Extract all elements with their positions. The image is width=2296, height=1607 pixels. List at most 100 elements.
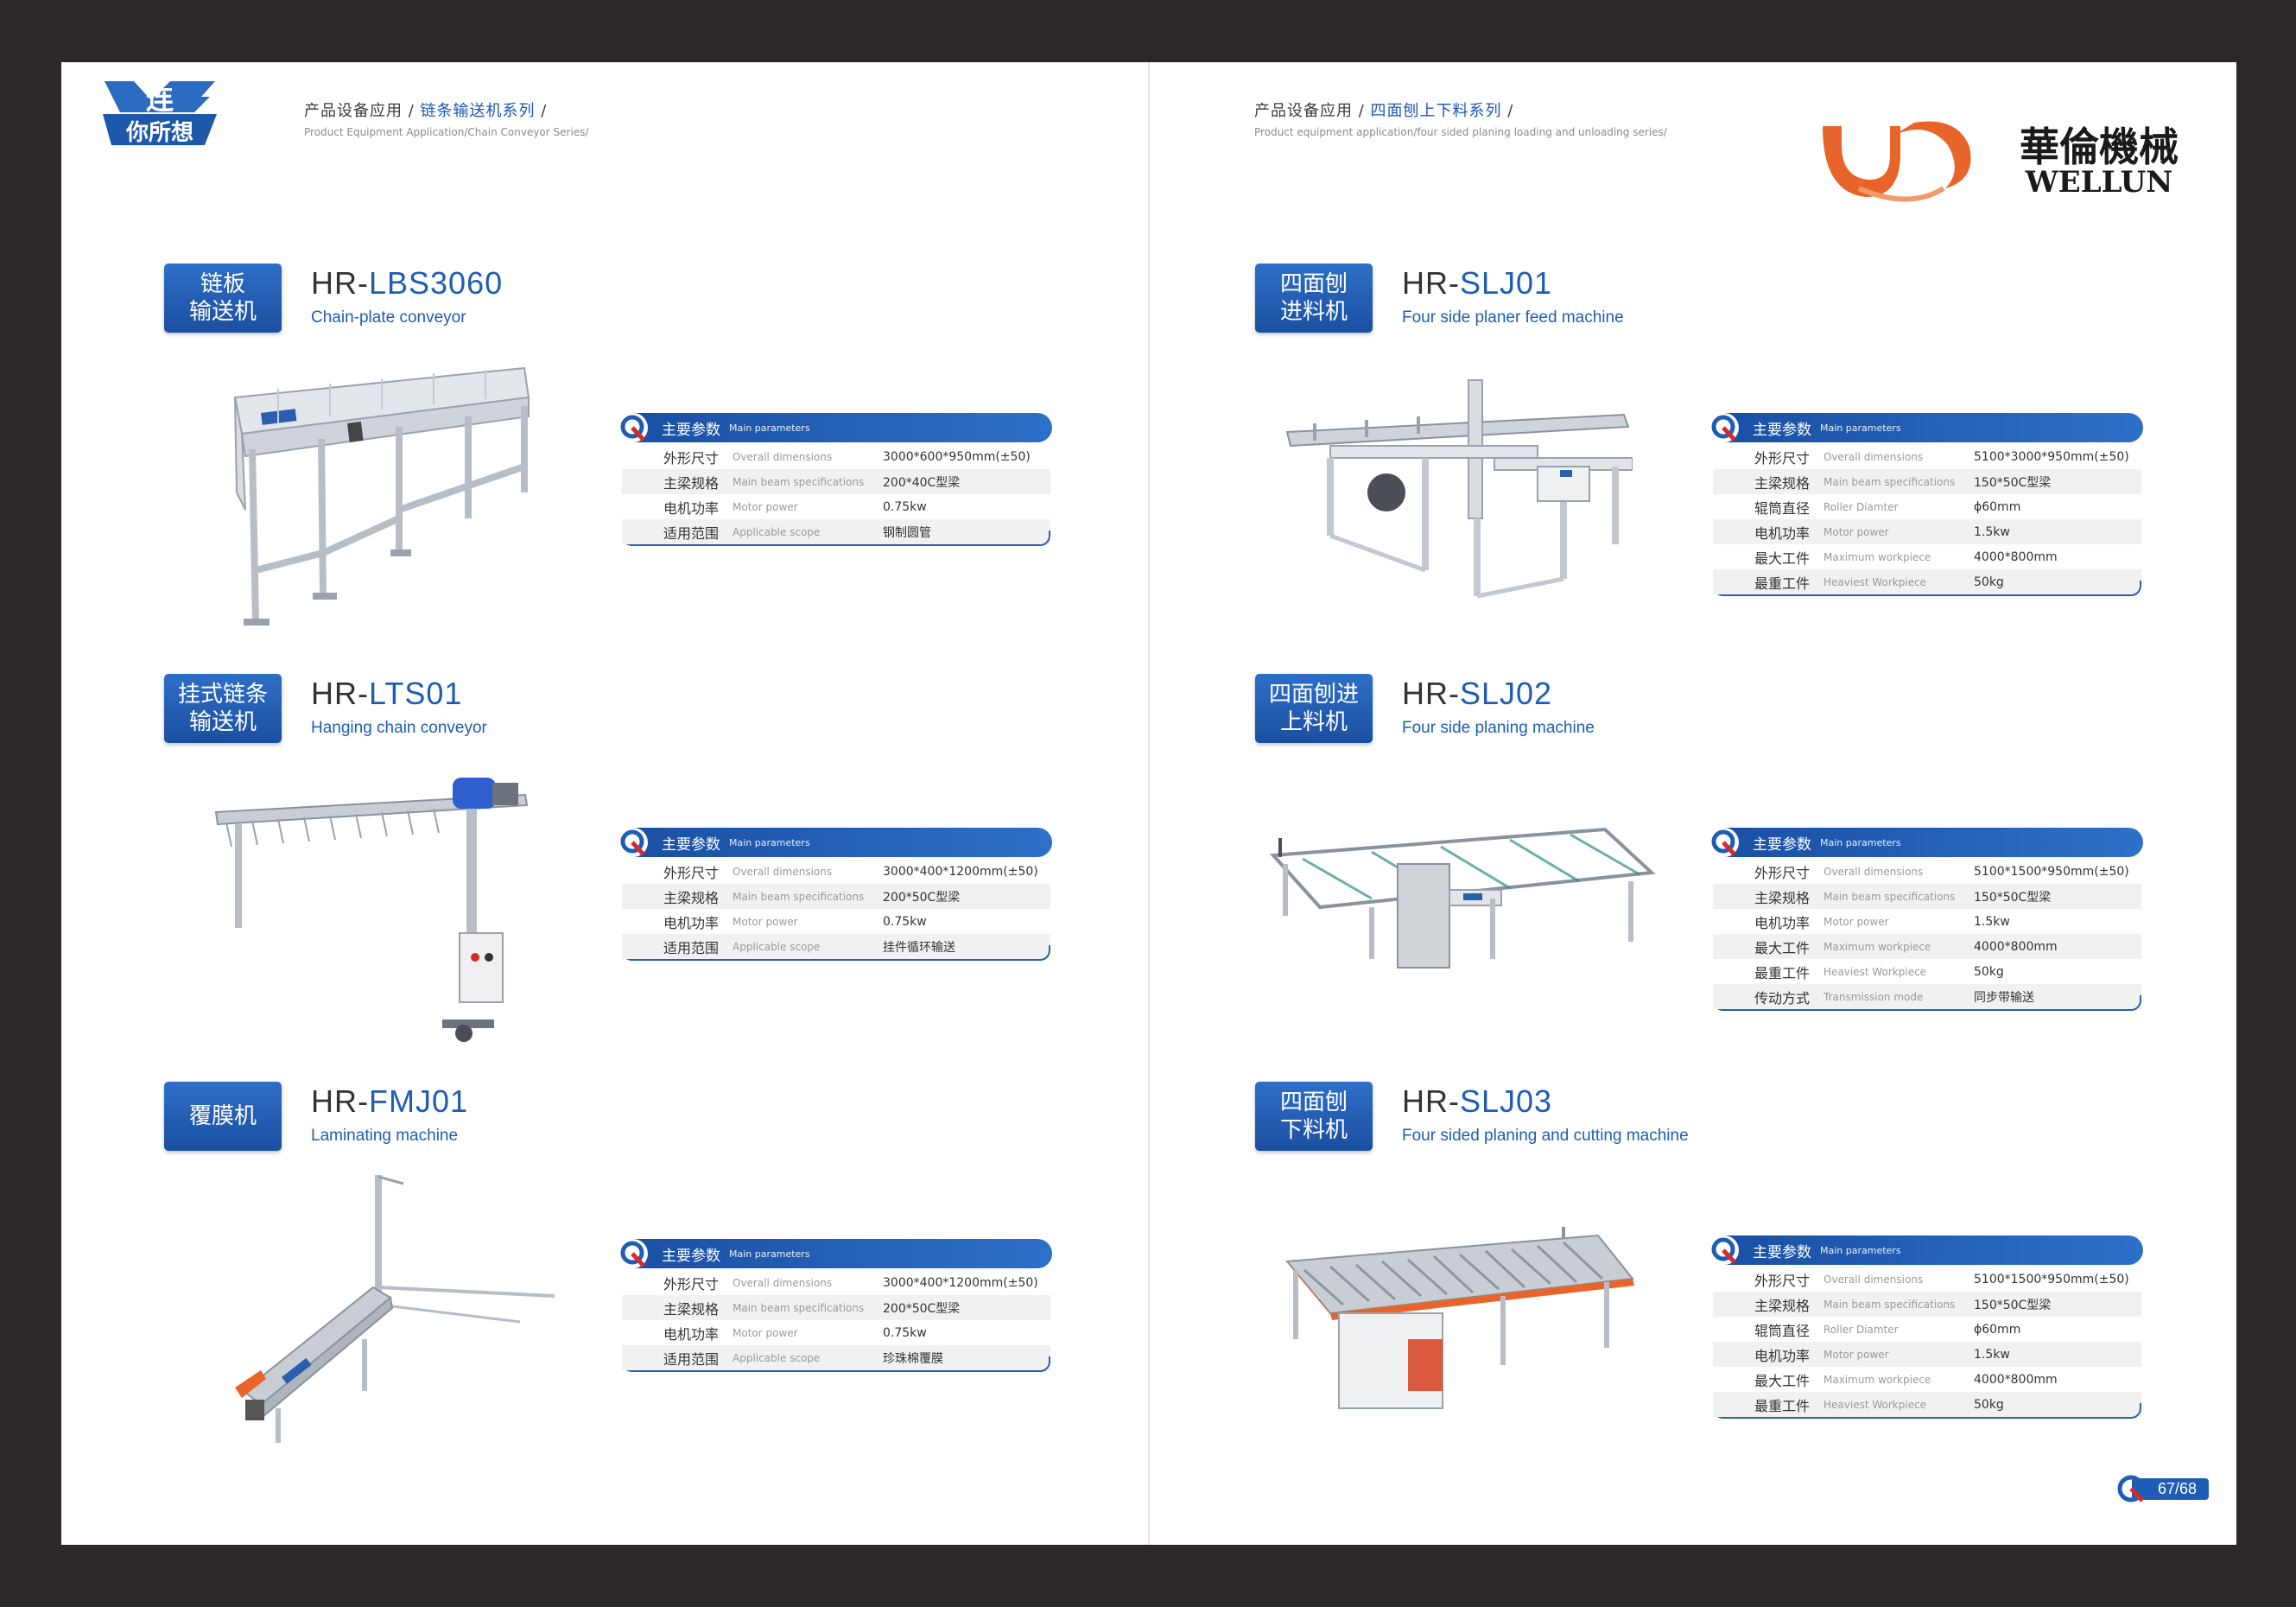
spec-key-en: Main beam specifications: [1823, 475, 1956, 488]
spec-table: 主要参数 Main parameters 外形尺寸 Overall dimens…: [618, 1239, 1052, 1372]
spec-value: 0.75kw: [883, 1325, 927, 1340]
spec-table: 主要参数 Main parameters 外形尺寸 Overall dimens…: [1709, 1235, 2143, 1419]
spec-value: 200*40C型梁: [883, 475, 961, 490]
model-prefix: HR-: [1402, 265, 1460, 301]
spec-key: 外形尺寸: [663, 1275, 720, 1293]
spec-row: 外形尺寸 Overall dimensions 3000*600*950mm(±…: [622, 444, 1050, 469]
spec-row: 电机功率 Motor power 1.5kw: [1713, 909, 2141, 934]
spec-key-en: Heaviest Workpiece: [1823, 575, 1927, 588]
breadcrumb-left: 产品设备应用 / 链条输送机系列 / Product Equipment App…: [304, 98, 588, 138]
model-prefix: HR-: [1402, 1083, 1460, 1119]
spec-key: 最大工件: [1754, 549, 1811, 567]
brand-en: WELLUN: [2025, 165, 2173, 200]
spec-key: 电机功率: [1754, 1347, 1811, 1364]
spec-key: 外形尺寸: [663, 864, 720, 881]
spec-value: 3000*600*950mm(±50): [883, 449, 1031, 464]
spec-key-en: Roller Diamter: [1823, 500, 1899, 513]
spec-key-en: Main beam specifications: [733, 1301, 865, 1314]
spec-row: 外形尺寸 Overall dimensions 5100*1500*950mm(…: [1713, 1267, 2141, 1292]
model-suffix: FMJ01: [368, 1083, 469, 1119]
spec-key-en: Motor power: [1823, 915, 1889, 928]
model-name-en: Four side planer feed machine: [1402, 308, 1624, 327]
hrck-mark-icon: [618, 1239, 648, 1268]
spec-key: 电机功率: [663, 499, 720, 517]
hrck-mark-icon: [618, 828, 648, 857]
brand-cn: 華倫機械: [2020, 124, 2179, 170]
hrck-mark-icon: [2117, 1475, 2145, 1502]
spec-rows: 外形尺寸 Overall dimensions 3000*400*1200mm(…: [620, 859, 1052, 961]
spec-header-cn: 主要参数: [1753, 421, 1811, 439]
model-name-en: Laminating machine: [311, 1127, 459, 1145]
spec-row: 适用范围 Applicable scope 钢制圆管: [622, 519, 1050, 544]
breadcrumb-series[interactable]: 链条输送机系列: [420, 102, 536, 120]
spec-value: 5100*1500*950mm(±50): [1974, 1272, 2129, 1286]
spec-key: 最重工件: [1754, 1397, 1811, 1414]
model-number: HR-SLJ03: [1402, 1083, 1552, 1120]
svg-text:连: 连: [146, 83, 174, 116]
spec-key-en: Applicable scope: [733, 1351, 821, 1364]
breadcrumb-en: Product equipment application/four sided…: [1254, 126, 1667, 138]
spec-value: ϕ60mm: [1974, 499, 2021, 514]
machine-photo: [200, 760, 537, 1049]
spec-table: 主要参数 Main parameters 外形尺寸 Overall dimens…: [618, 413, 1052, 546]
spec-row: 适用范围 Applicable scope 挂件循环输送: [622, 934, 1050, 959]
spec-row: 最大工件 Maximum workpiece 4000*800mm: [1713, 934, 2141, 959]
spec-key: 最大工件: [1754, 1372, 1811, 1389]
category-badge[interactable]: 四面刨 进料机: [1255, 264, 1373, 333]
spec-key-en: Overall dimensions: [1823, 450, 1924, 463]
spec-value: 50kg: [1974, 964, 2004, 979]
spec-key: 辊筒直径: [1754, 1322, 1811, 1339]
spec-key-en: Overall dimensions: [733, 1276, 833, 1289]
spec-header-en: Main parameters: [729, 836, 810, 848]
spec-row: 主梁规格 Main beam specifications 200*50C型梁: [622, 1295, 1050, 1320]
spec-value: 200*50C型梁: [883, 890, 961, 905]
category-badge[interactable]: 覆膜机: [164, 1082, 282, 1151]
spec-row: 外形尺寸 Overall dimensions 3000*400*1200mm(…: [622, 859, 1050, 884]
spec-header-en: Main parameters: [1820, 1244, 1901, 1256]
spec-row: 电机功率 Motor power 0.75kw: [622, 909, 1050, 934]
spec-table: 主要参数 Main parameters 外形尺寸 Overall dimens…: [1709, 828, 2143, 1011]
machine-photo: [1278, 1210, 1641, 1438]
spec-value: 4000*800mm: [1974, 939, 2058, 954]
spec-key-en: Heaviest Workpiece: [1823, 1398, 1927, 1411]
spec-row: 最重工件 Heaviest Workpiece 50kg: [1713, 569, 2141, 594]
breadcrumb-series[interactable]: 四面刨上下料系列: [1370, 102, 1502, 120]
spec-key: 适用范围: [663, 939, 720, 956]
spec-row: 辊筒直径 Roller Diamter ϕ60mm: [1713, 1317, 2141, 1342]
spec-key-en: Maximum workpiece: [1823, 940, 1931, 953]
spec-value: 挂件循环输送: [883, 940, 955, 955]
spec-row: 最重工件 Heaviest Workpiece 50kg: [1713, 959, 2141, 984]
spec-row: 主梁规格 Main beam specifications 150*50C型梁: [1713, 469, 2141, 494]
page-number: 67/68: [2116, 1474, 2210, 1503]
spec-key-en: Heaviest Workpiece: [1823, 965, 1927, 978]
spec-table: 主要参数 Main parameters 外形尺寸 Overall dimens…: [618, 828, 1052, 961]
model-prefix: HR-: [311, 1083, 369, 1119]
model-name-en: Four side planing machine: [1402, 719, 1595, 737]
category-badge[interactable]: 链板 输送机: [164, 264, 282, 333]
spec-value: 200*50C型梁: [883, 1301, 961, 1316]
spec-key: 主梁规格: [1754, 889, 1811, 906]
spec-key-en: Roller Diamter: [1823, 1323, 1899, 1336]
spec-header: 主要参数 Main parameters: [1709, 1235, 2143, 1265]
model-prefix: HR-: [311, 265, 369, 301]
spec-key: 主梁规格: [663, 889, 720, 906]
spec-header: 主要参数 Main parameters: [618, 1239, 1052, 1268]
spec-key: 电机功率: [663, 914, 720, 931]
model-prefix: HR-: [311, 676, 369, 711]
hrck-mark-icon: [618, 413, 648, 442]
spec-value: 5100*1500*950mm(±50): [1974, 864, 2129, 879]
spec-value: ϕ60mm: [1974, 1322, 2021, 1337]
model-suffix: LBS3060: [368, 265, 504, 301]
category-badge[interactable]: 四面刨进 上料机: [1255, 674, 1373, 743]
model-suffix: LTS01: [368, 676, 463, 711]
spec-key: 外形尺寸: [1754, 864, 1811, 881]
spec-key-en: Overall dimensions: [733, 865, 833, 878]
category-badge[interactable]: 四面刨 下料机: [1255, 1082, 1373, 1151]
spec-rows: 外形尺寸 Overall dimensions 5100*1500*950mm(…: [1711, 1267, 2143, 1419]
spec-header-cn: 主要参数: [1753, 1243, 1811, 1261]
category-badge[interactable]: 挂式链条 输送机: [164, 674, 282, 743]
spec-header: 主要参数 Main parameters: [1709, 828, 2143, 857]
spec-key-en: Maximum workpiece: [1823, 1373, 1931, 1386]
spec-header-cn: 主要参数: [662, 835, 720, 854]
spec-row: 外形尺寸 Overall dimensions 5100*3000*950mm(…: [1713, 444, 2141, 469]
